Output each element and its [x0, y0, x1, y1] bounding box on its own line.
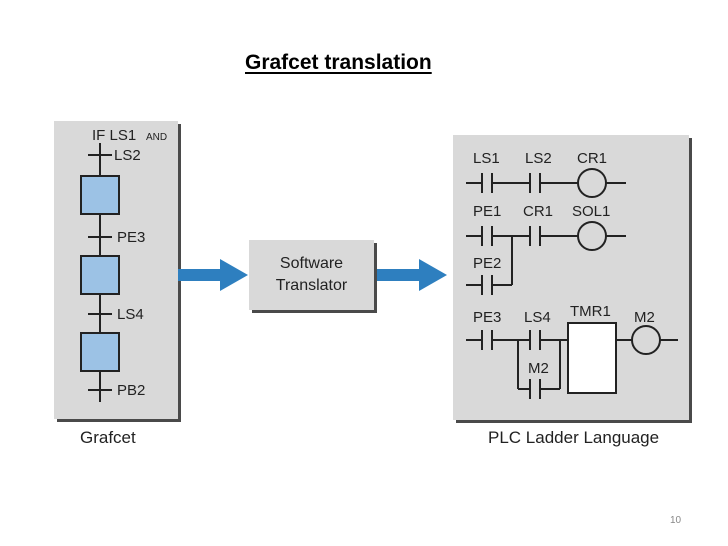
arrow-right-icon: [178, 259, 248, 291]
ladder-caption: PLC Ladder Language: [488, 428, 660, 447]
ladder-label-tmr1: TMR1: [570, 303, 611, 320]
slide-title: Grafcet translation: [245, 51, 432, 74]
translator-line-2: Translator: [275, 277, 348, 294]
grafcet-step-3: [80, 332, 120, 372]
page-number: 10: [670, 515, 682, 526]
translator-line-1: Software: [279, 255, 344, 272]
ladder-label-m2-coil: M2: [634, 309, 655, 326]
ladder-label-m2-contact: M2: [528, 360, 549, 377]
grafcet-step-2: [80, 255, 120, 295]
grafcet-and-label: AND: [146, 132, 167, 143]
ladder-label-ls1: LS1: [473, 150, 500, 167]
ladder-label-ls2: LS2: [525, 150, 552, 167]
arrow-right-icon: [377, 259, 447, 291]
ladder-label-cr1-contact: CR1: [523, 203, 553, 220]
grafcet-transition-pb2: PB2: [117, 382, 145, 399]
grafcet-step-1: [80, 175, 120, 215]
ladder-label-ls4: LS4: [524, 309, 551, 326]
grafcet-if-label: IF LS1: [92, 127, 136, 144]
grafcet-transition-ls4: LS4: [117, 306, 144, 323]
ladder-label-sol1: SOL1: [572, 203, 610, 220]
ladder-label-cr1-coil: CR1: [577, 150, 607, 167]
grafcet-caption: Grafcet: [80, 428, 136, 447]
software-translator-box: Software Translator: [249, 240, 374, 310]
grafcet-transition-pe3: PE3: [117, 229, 145, 246]
ladder-label-pe1: PE1: [473, 203, 501, 220]
ladder-label-pe2: PE2: [473, 255, 501, 272]
ladder-label-pe3: PE3: [473, 309, 501, 326]
grafcet-transition-ls2: LS2: [114, 147, 141, 164]
